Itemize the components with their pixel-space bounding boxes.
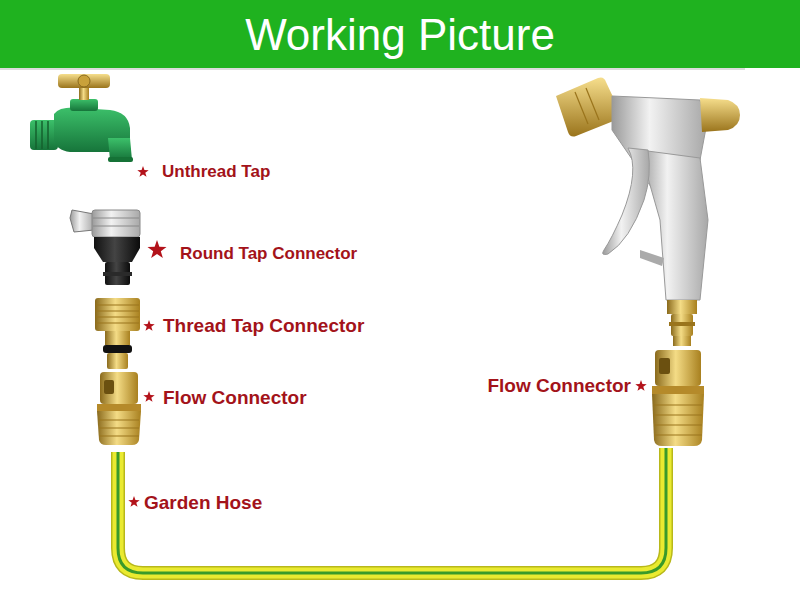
spray-gun-illustration	[586, 88, 599, 120]
thread-tap-connector-illustration	[107, 353, 128, 369]
spray-gun-illustration	[603, 148, 650, 255]
part-label: Garden Hose	[144, 492, 262, 515]
flow-connector-illustration	[652, 350, 704, 446]
flow-connector-illustration	[104, 380, 114, 394]
tap-illustration	[78, 75, 90, 87]
tap-illustration	[35, 121, 37, 149]
spray-gun-illustration	[669, 322, 695, 326]
star-bullet	[635, 380, 646, 391]
thread-tap-connector-illustration	[96, 322, 139, 323]
part-label: Round Tap Connector	[180, 244, 357, 264]
part-label: Unthread Tap	[162, 162, 270, 182]
title-banner	[0, 0, 800, 70]
thread-tap-connector-illustration	[95, 298, 140, 331]
spray-gun-illustration	[673, 336, 691, 346]
tap-illustration	[30, 74, 133, 162]
part-label: Flow Connector	[487, 375, 631, 398]
flow-connector-illustration	[655, 350, 701, 386]
round-tap-connector-illustration	[92, 210, 140, 237]
garden-hose	[118, 448, 666, 573]
tap-illustration	[58, 74, 110, 88]
flow-connector-illustration	[654, 424, 702, 425]
tap-illustration	[108, 138, 132, 160]
flow-connector-illustration	[659, 358, 670, 374]
star-bullet	[147, 240, 166, 258]
round-tap-connector-illustration	[70, 210, 94, 232]
flow-connector-illustration	[654, 404, 702, 405]
tap-illustration	[70, 99, 98, 111]
thread-tap-connector-illustration	[105, 331, 130, 345]
round-tap-connector-illustration	[93, 218, 139, 219]
flow-connector-illustration	[99, 435, 139, 436]
star-bullet	[128, 166, 646, 507]
tap-illustration	[30, 120, 58, 150]
round-tap-connector-illustration	[93, 226, 139, 227]
flow-connector-illustration	[652, 394, 704, 446]
flow-connector-illustration	[97, 372, 141, 445]
tap-illustration	[47, 121, 49, 149]
flow-connector-illustration	[100, 372, 138, 404]
title-banner	[0, 0, 800, 68]
flow-connector-illustration	[654, 414, 702, 415]
spray-gun-illustration	[667, 300, 697, 314]
banner-title: Working Picture	[0, 9, 800, 62]
tap-illustration	[41, 121, 43, 149]
spray-gun-illustration	[640, 150, 708, 300]
round-tap-connector-illustration	[94, 237, 140, 262]
tap-illustration	[108, 157, 133, 162]
star-bullet	[143, 320, 154, 331]
flow-connector-illustration	[97, 404, 141, 411]
star-bullet	[143, 391, 154, 402]
flow-connector-illustration	[99, 427, 139, 428]
round-tap-connector-illustration	[70, 210, 140, 285]
spray-gun-illustration	[575, 92, 588, 124]
part-label: Flow Connector	[163, 387, 307, 410]
spray-gun-illustration	[700, 98, 740, 132]
spray-gun-illustration	[640, 250, 664, 266]
garden-hose	[118, 448, 666, 573]
thread-tap-connector-illustration	[96, 310, 139, 311]
thread-tap-connector-illustration	[103, 345, 132, 353]
title-banner	[0, 68, 745, 70]
part-label: Thread Tap Connector	[163, 315, 364, 338]
thread-tap-connector-illustration	[96, 304, 139, 305]
garden-hose	[118, 448, 666, 573]
spray-gun-illustration	[556, 78, 740, 347]
flow-connector-illustration	[97, 411, 141, 445]
flow-connector-illustration	[654, 434, 702, 435]
flow-connector-illustration	[99, 419, 139, 420]
spray-gun-illustration	[556, 78, 621, 137]
tap-illustration	[79, 86, 89, 100]
flow-connector-illustration	[652, 386, 704, 394]
thread-tap-connector-illustration	[96, 316, 139, 317]
round-tap-connector-illustration	[103, 272, 132, 276]
thread-tap-connector-illustration	[95, 298, 140, 369]
star-bullet	[128, 496, 139, 507]
star-bullet	[137, 166, 148, 177]
garden-hose	[118, 448, 666, 573]
